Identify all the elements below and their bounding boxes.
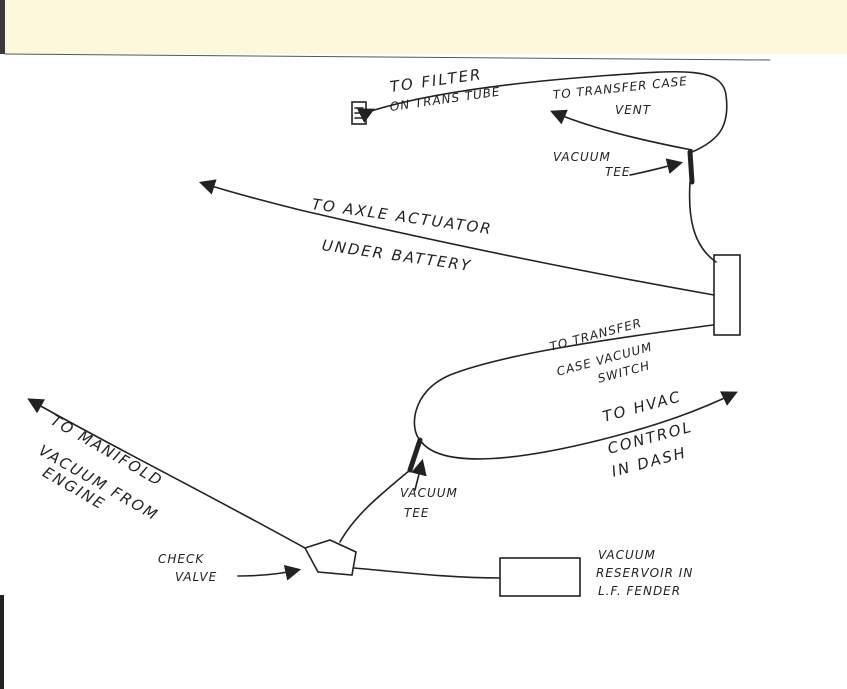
paper-edge <box>4 53 771 61</box>
label-reservoir: L.F. FENDER <box>598 584 682 598</box>
label-check-valve: CHECK <box>158 552 205 566</box>
vacuum-tee-bottom <box>407 437 423 473</box>
manifold-line <box>27 398 306 549</box>
label-reservoir: RESERVOIR IN <box>596 566 694 580</box>
check-valve <box>303 539 357 576</box>
filter-line <box>367 70 728 153</box>
transfer-case-switch <box>713 254 741 336</box>
label-tee: VACUUM <box>400 486 458 500</box>
label-tee: TEE <box>605 165 631 179</box>
label-reservoir: VACUUM <box>598 548 656 562</box>
axle-line <box>198 179 715 296</box>
tee-to-check-line <box>339 469 411 543</box>
switch-feed-line <box>688 181 717 263</box>
label-vent: VENT <box>615 103 652 117</box>
reservoir-line <box>353 567 501 579</box>
scanner-edge <box>0 595 4 689</box>
vacuum-reservoir <box>499 557 581 597</box>
label-check-valve: VALVE <box>175 570 218 584</box>
label-tee: VACUUM <box>553 150 611 164</box>
vacuum-tee-top <box>687 149 695 185</box>
vent-line <box>550 109 693 151</box>
label-tee: TEE <box>404 506 430 520</box>
scanner-edge <box>0 0 5 54</box>
scanner-top-band <box>0 0 847 54</box>
